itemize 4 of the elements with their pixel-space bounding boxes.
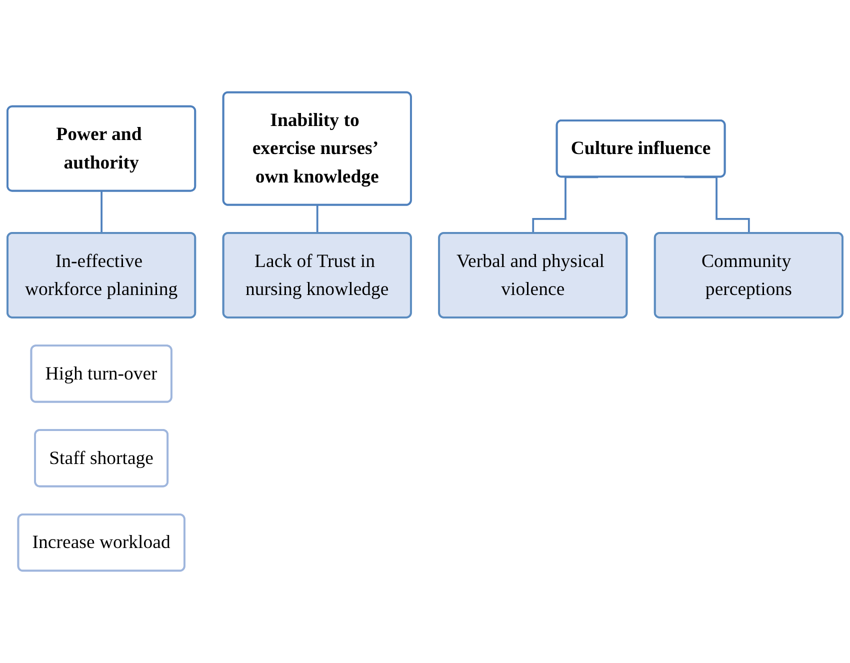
connector: [316, 204, 318, 234]
connector: [100, 190, 103, 234]
connector: [684, 176, 750, 234]
connector: [532, 176, 598, 234]
